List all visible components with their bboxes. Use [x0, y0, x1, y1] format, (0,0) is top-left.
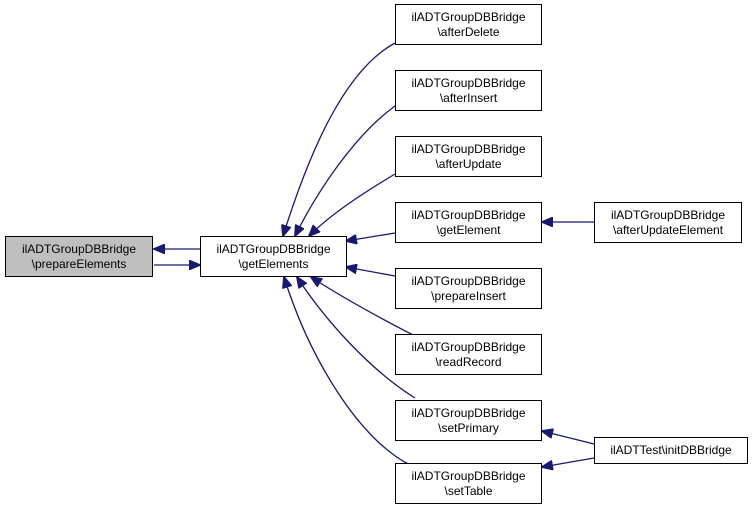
node-after-update-element[interactable]: ilADTGroupDBBridge \afterUpdateElement [594, 202, 742, 243]
edge-getelement-to-getelements [346, 232, 396, 241]
edge-afterupdate-to-getelements [309, 173, 396, 236]
node-get-elements[interactable]: ilADTGroupDBBridge \getElements [200, 236, 347, 277]
node-set-table-method: \setTable [444, 483, 493, 498]
node-get-elements-class: ilADTGroupDBBridge [216, 241, 331, 256]
node-set-table-class: ilADTGroupDBBridge [411, 468, 526, 483]
node-after-delete-method: \afterDelete [437, 24, 500, 39]
node-prepare-elements-method: \prepareElements [31, 256, 127, 271]
node-after-update-element-class: ilADTGroupDBBridge [610, 207, 726, 222]
node-set-primary-method: \setPrimary [438, 420, 499, 435]
edge-afterdelete-to-getelements [283, 42, 396, 236]
node-after-update-method: \afterUpdate [435, 156, 502, 171]
node-set-primary[interactable]: ilADTGroupDBBridge \setPrimary [395, 400, 542, 441]
edge-prepareinsert-to-getelements [346, 267, 396, 277]
node-init-db-bridge-label: ilADTTest\initDBBridge [610, 443, 732, 457]
node-read-record-class: ilADTGroupDBBridge [411, 339, 526, 354]
edge-readrecord-to-getelements [311, 277, 416, 337]
node-after-update-element-method: \afterUpdateElement [612, 222, 724, 237]
node-prepare-insert-method: \prepareInsert [431, 288, 506, 303]
node-prepare-elements-class: ilADTGroupDBBridge [21, 241, 137, 256]
node-init-db-bridge[interactable]: ilADTTest\initDBBridge [594, 437, 748, 464]
node-get-elements-method: \getElements [238, 256, 309, 271]
node-get-element-class: ilADTGroupDBBridge [411, 207, 526, 222]
node-after-insert-method: \afterInsert [439, 90, 498, 105]
edge-setprimary-to-getelements [297, 277, 416, 399]
node-get-element[interactable]: ilADTGroupDBBridge \getElement [395, 202, 542, 243]
node-after-delete[interactable]: ilADTGroupDBBridge \afterDelete [395, 4, 542, 45]
edge-afterinsert-to-getelements [295, 105, 396, 236]
node-after-insert-class: ilADTGroupDBBridge [411, 75, 526, 90]
node-after-update-class: ilADTGroupDBBridge [411, 141, 526, 156]
node-set-table[interactable]: ilADTGroupDBBridge \setTable [395, 463, 542, 504]
node-prepare-insert-class: ilADTGroupDBBridge [411, 273, 526, 288]
node-read-record-method: \readRecord [435, 354, 502, 369]
node-prepare-elements: ilADTGroupDBBridge \prepareElements [5, 236, 153, 277]
node-set-primary-class: ilADTGroupDBBridge [411, 405, 526, 420]
node-get-element-method: \getElement [436, 222, 501, 237]
node-after-update[interactable]: ilADTGroupDBBridge \afterUpdate [395, 136, 542, 177]
node-prepare-insert[interactable]: ilADTGroupDBBridge \prepareInsert [395, 268, 542, 309]
edge-initdbbridge-to-setprimary [542, 431, 595, 445]
node-after-delete-class: ilADTGroupDBBridge [411, 9, 526, 24]
node-read-record[interactable]: ilADTGroupDBBridge \readRecord [395, 334, 542, 375]
node-after-insert[interactable]: ilADTGroupDBBridge \afterInsert [395, 70, 542, 111]
edge-initdbbridge-to-settable [542, 457, 595, 467]
edge-settable-to-getelements [284, 277, 411, 466]
